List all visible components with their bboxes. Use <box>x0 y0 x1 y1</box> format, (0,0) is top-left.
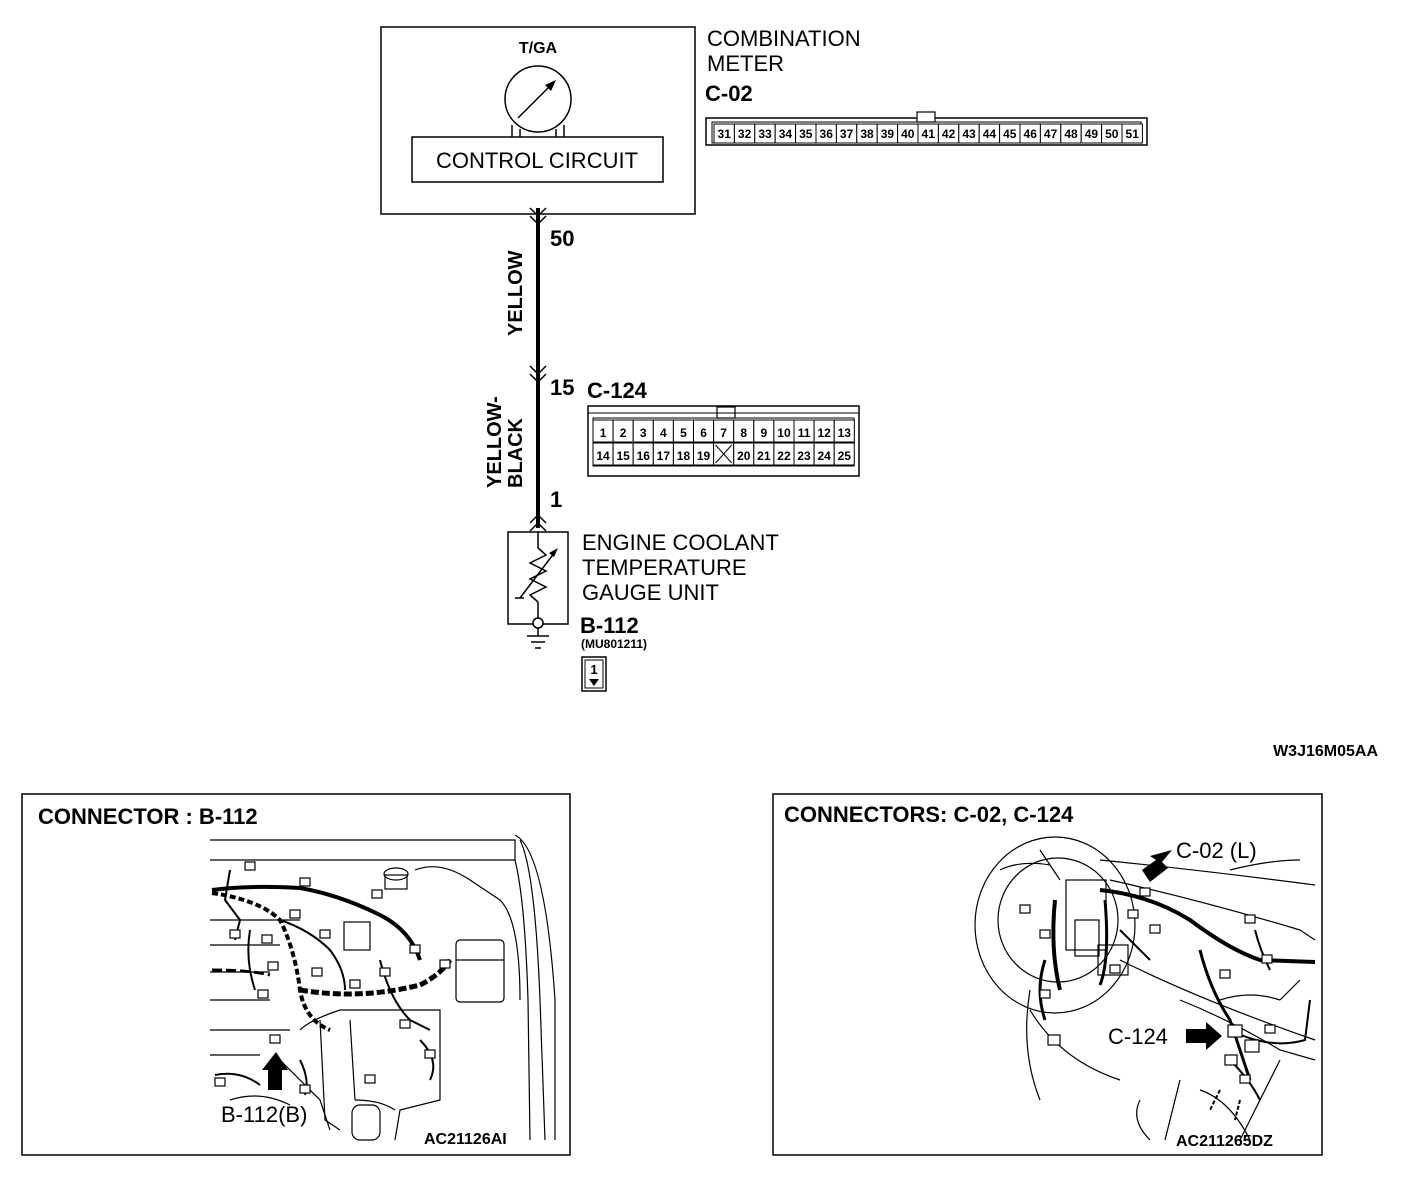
pin-number: 9 <box>761 426 768 440</box>
pin-number: 20 <box>737 449 751 463</box>
combination-meter: T/GA CONTROL CIRCUIT <box>380 26 696 215</box>
pin-number: 17 <box>657 449 671 463</box>
pin-number: 11 <box>798 426 811 440</box>
pin-number: 22 <box>777 449 791 463</box>
pin-number: 35 <box>799 127 813 141</box>
panel2-title: CONNECTORS: C-02, C-124 <box>784 802 1074 827</box>
pin-number: 49 <box>1085 127 1099 141</box>
pin-cell <box>1121 123 1143 144</box>
pin-number: 40 <box>901 127 915 141</box>
pin-number: 14 <box>596 449 610 463</box>
pin-number: 33 <box>758 127 772 141</box>
pin-number: 19 <box>697 449 711 463</box>
unused-pin-mark <box>715 444 733 464</box>
control-circuit-label: CONTROL CIRCUIT <box>436 148 638 173</box>
sensor-name-line2: TEMPERATURE <box>582 555 747 580</box>
panel-connectors-c02-c124: CONNECTORS: C-02, C-124 <box>772 793 1323 1156</box>
pin-number: 15 <box>616 449 630 463</box>
sensor-name-line1: ENGINE COOLANT <box>582 530 779 555</box>
sensor-connector-id: B-112 <box>580 613 639 638</box>
panel-connector-b112: CONNECTOR : B-112 <box>21 793 571 1156</box>
pin-number: 34 <box>779 127 793 141</box>
pin-number: 10 <box>777 426 791 440</box>
dashboard-illustration <box>974 836 1316 1141</box>
panel1-title: CONNECTOR : B-112 <box>38 804 258 829</box>
pin-1-label: 1 <box>550 487 562 512</box>
connector-plugs-illustration <box>214 861 451 1094</box>
pin-number: 1 <box>600 426 607 440</box>
pin-number: 31 <box>718 127 732 141</box>
meter-connector-id: C-02 <box>705 81 753 106</box>
pin-cell <box>833 419 855 443</box>
pin-number: 4 <box>660 426 667 440</box>
pin-15-label: 15 <box>550 375 574 400</box>
sensor-pin-number: 1 <box>590 662 597 677</box>
pin-number: 25 <box>838 449 852 463</box>
pin-number: 44 <box>983 127 997 141</box>
pin-number: 18 <box>677 449 691 463</box>
dash-connector-plugs-illustration <box>1019 887 1276 1084</box>
wire-color-yellow-black-1: YELLOW- <box>484 396 506 488</box>
coolant-temperature-sensor <box>507 531 569 649</box>
pin-number: 36 <box>820 127 834 141</box>
pin-number: 7 <box>720 426 727 440</box>
panel2-callout-c02: C-02 (L) <box>1176 838 1257 863</box>
sensor-part-number: (MU801211) <box>581 637 647 651</box>
connector-c02-pins: 31 32 33 34 35 36 37 38 39 40 41 42 43 44 45 46 47 48 49 50… <box>713 123 1143 144</box>
c124-connector-id: C-124 <box>587 378 648 403</box>
panel2-code: AC211265DZ <box>1176 1133 1273 1150</box>
pin-number: 39 <box>881 127 895 141</box>
pin-number: 51 <box>1126 127 1140 141</box>
pin-number: 8 <box>740 426 747 440</box>
pin-arrow-down-icon <box>589 679 599 686</box>
ground-icon <box>527 635 549 649</box>
arrow-c124-icon <box>1186 1022 1222 1050</box>
pin-number: 2 <box>620 426 627 440</box>
diagram-code: W3J16M05AA <box>1273 743 1378 760</box>
engine-bay-illustration <box>210 834 556 1141</box>
arrow-c02-icon <box>1142 850 1172 882</box>
pin-number: 3 <box>640 426 647 440</box>
pin-number: 37 <box>840 127 854 141</box>
pin-number: 21 <box>757 449 771 463</box>
panel1-callout: B-112(B) <box>221 1102 307 1127</box>
pin-number: 38 <box>860 127 874 141</box>
pin-number: 24 <box>817 449 831 463</box>
pin-cell <box>833 442 855 466</box>
sensor-name-line3: GAUGE UNIT <box>582 580 719 605</box>
pin-number: 16 <box>637 449 651 463</box>
pin-number: 13 <box>838 426 852 440</box>
signal-wire <box>529 207 547 532</box>
pin-number: 42 <box>942 127 956 141</box>
pin-number: 12 <box>817 426 831 440</box>
wire-color-yellow-black-2: BLACK <box>505 417 527 488</box>
panel1-code: AC21126AI <box>424 1131 507 1148</box>
meter-name-line2: METER <box>707 51 784 76</box>
pin-number: 46 <box>1024 127 1038 141</box>
pin-number: 45 <box>1003 127 1017 141</box>
pin-number: 50 <box>1105 127 1119 141</box>
pin-number: 32 <box>738 127 752 141</box>
pin-number: 47 <box>1044 127 1058 141</box>
gauge-dial-icon <box>504 65 572 137</box>
sensor-pin-box: 1 <box>581 656 607 692</box>
pin-number: 43 <box>962 127 976 141</box>
pin-number: 48 <box>1064 127 1078 141</box>
pin-number: 41 <box>922 127 936 141</box>
gauge-label: T/GA <box>519 40 558 57</box>
pin-number: 6 <box>700 426 707 440</box>
pin-50-label: 50 <box>550 226 574 251</box>
panel2-callout-c124: C-124 <box>1108 1024 1168 1049</box>
connector-c02-face: 31 32 33 34 35 36 37 38 39 40 41 42 43 44 45 46 47 48 49 50… <box>705 111 1148 146</box>
meter-name-line1: COMBINATION <box>707 26 861 51</box>
pin-number: 5 <box>680 426 687 440</box>
pin-number: 23 <box>797 449 811 463</box>
wire-harness-illustration <box>211 869 453 1096</box>
wire-color-yellow: YELLOW <box>505 250 527 336</box>
arrow-b112-icon <box>262 1052 288 1090</box>
